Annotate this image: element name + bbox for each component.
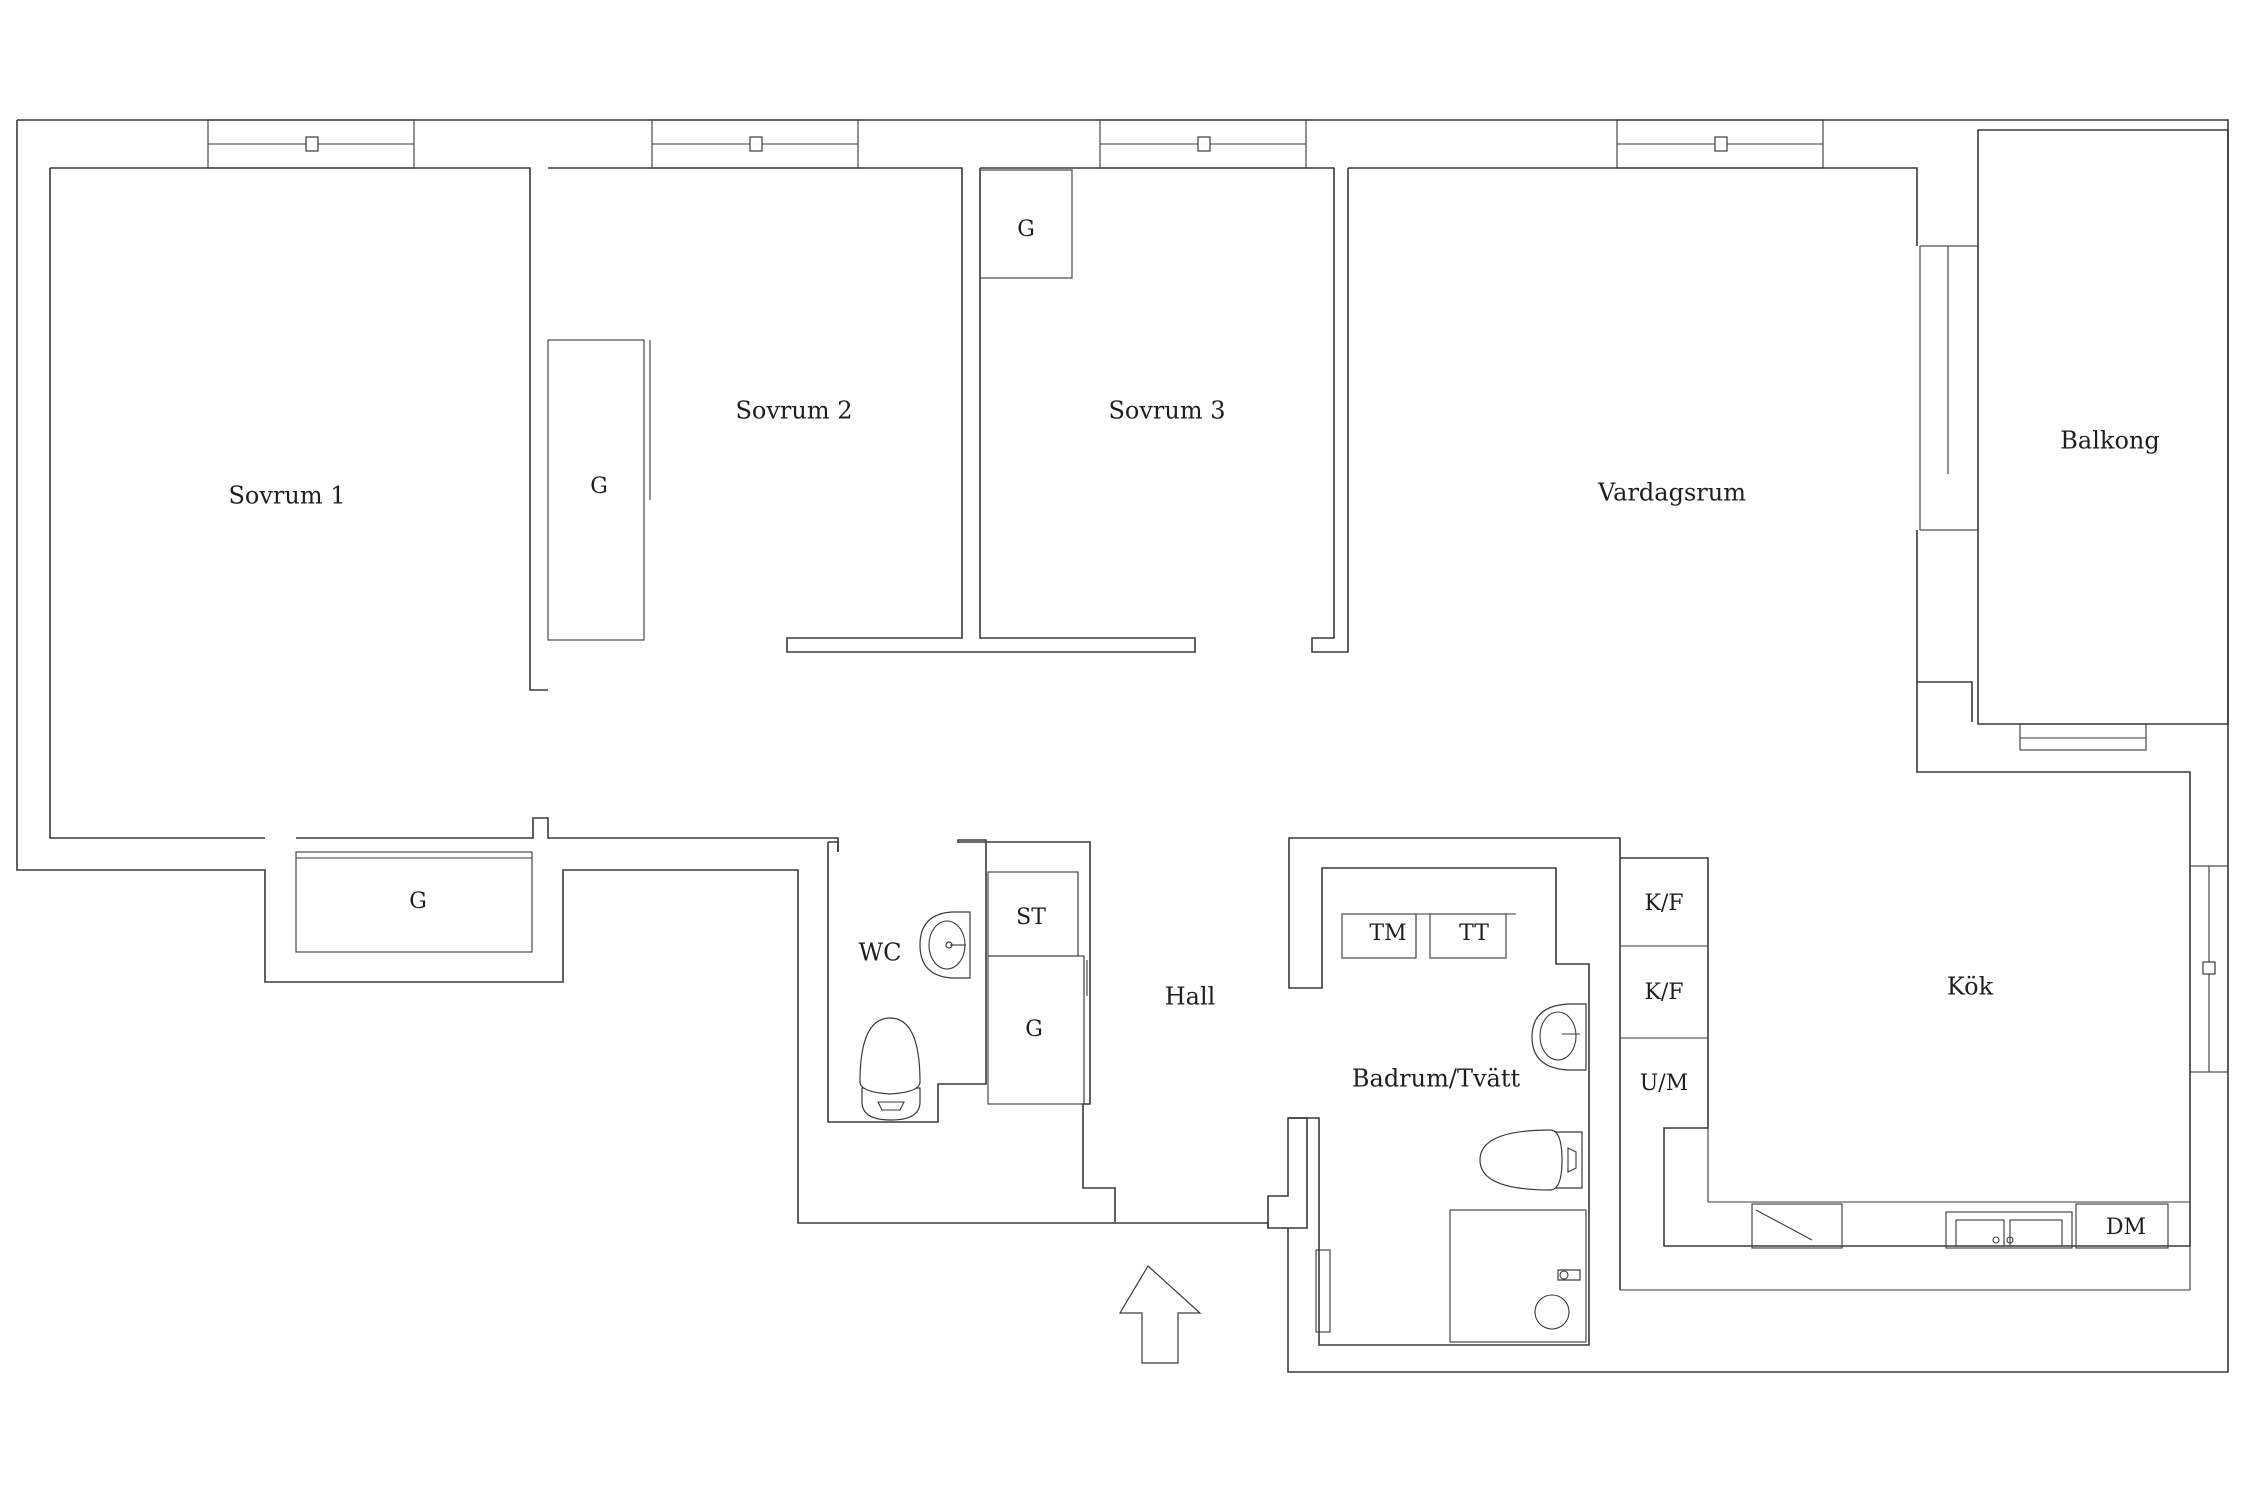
entrance-arrow-icon — [1118, 1265, 1202, 1364]
toilet-icon — [859, 1017, 921, 1121]
room-kok: Kök — [1947, 973, 1994, 1001]
room-vardagsrum: Vardagsrum — [1597, 479, 1746, 507]
tumble-dryer-label: TT — [1459, 921, 1489, 946]
sink-icon — [919, 911, 971, 979]
storage-label: ST — [1016, 905, 1046, 930]
toilet-icon — [1479, 1129, 1583, 1191]
wardrobe-label: G — [590, 474, 608, 499]
room-sovrum-2: Sovrum 2 — [735, 397, 852, 425]
room-sovrum-3: Sovrum 3 — [1108, 397, 1225, 425]
interior-walls — [295, 129, 2229, 1346]
fixture-labels: G G G G ST TM TT K/F K/F U/M DM — [409, 217, 2146, 1240]
dishwasher-label: DM — [2106, 1215, 2146, 1240]
kitchen-sink-icon — [1955, 1219, 2063, 1247]
windows — [207, 119, 2229, 1073]
room-wc: WC — [858, 939, 901, 967]
room-sovrum-1: Sovrum 1 — [228, 482, 345, 510]
oven-microwave-label: U/M — [1640, 1071, 1688, 1096]
room-badrum: Badrum/Tvätt — [1352, 1065, 1521, 1093]
room-labels: Sovrum 1 Sovrum 2 Sovrum 3 Vardagsrum Ba… — [228, 397, 2159, 1093]
sink-icon — [1531, 1003, 1587, 1071]
shower-icon — [1534, 1269, 1581, 1330]
fridge-freezer-label: K/F — [1644, 980, 1683, 1005]
washing-machine-label: TM — [1369, 921, 1406, 946]
wardrobe-label: G — [1017, 217, 1035, 242]
wardrobe-label: G — [1025, 1017, 1043, 1042]
room-hall: Hall — [1165, 983, 1216, 1011]
room-balkong: Balkong — [2060, 427, 2159, 455]
fridge-freezer-label: K/F — [1644, 891, 1683, 916]
outer-walls — [16, 119, 2229, 1373]
wardrobe-label: G — [409, 889, 427, 914]
